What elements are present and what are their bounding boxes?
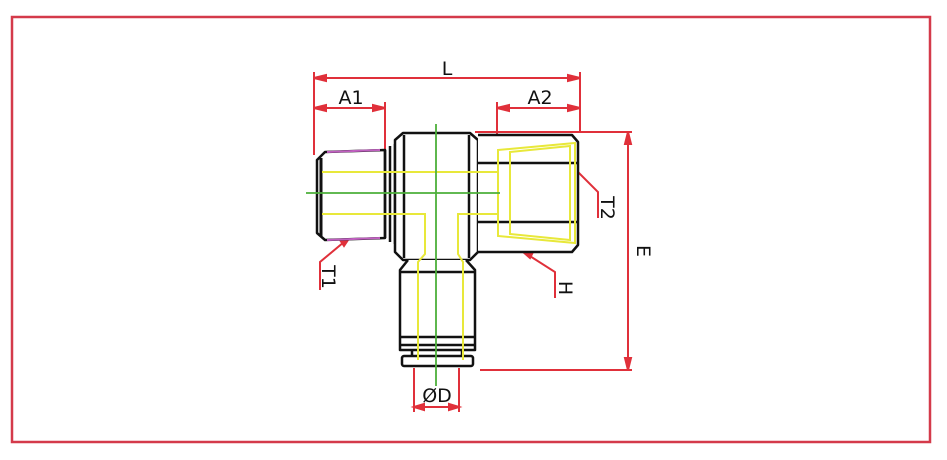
label-D: ØD [422,385,452,407]
label-T1: T1 [317,264,339,289]
label-T2: T2 [596,195,618,220]
label-A1: A1 [338,87,363,109]
centerlines [306,124,500,386]
label-H: H [554,281,576,295]
fitting-body [315,131,580,368]
label-L: L [442,58,453,80]
inner-bore [322,141,576,360]
frame-border [10,15,932,444]
label-E: E [632,245,654,257]
label-A2: A2 [527,87,552,109]
thread-accent [326,149,381,241]
